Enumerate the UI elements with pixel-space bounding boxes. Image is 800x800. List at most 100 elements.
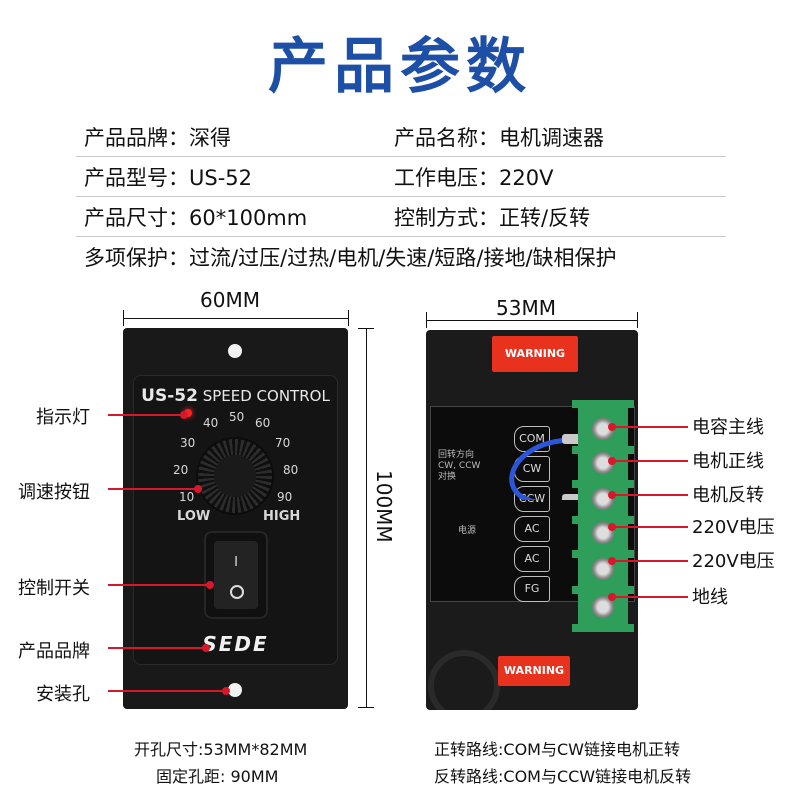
note-hole-distance: 固定孔距: 90MM xyxy=(156,767,279,786)
callout-line xyxy=(612,560,688,562)
dimension-tick xyxy=(426,312,427,328)
rocker-switch-paddle[interactable]: I xyxy=(214,541,258,609)
width-dimension-right: 53MM xyxy=(496,296,556,320)
callout-motor-reverse: 电机反转 xyxy=(692,485,764,506)
note-forward-route: 正转路线:COM与CW链接电机正转 xyxy=(434,740,680,759)
callout-capacitor-main: 电容主线 xyxy=(692,417,764,438)
spec-protection: 多项保护：过流/过压/过热/电机/失速/短路/接地/缺相保护 xyxy=(84,246,617,270)
dimension-tick xyxy=(123,310,124,326)
callout-line xyxy=(108,647,206,649)
callout-dot xyxy=(206,581,214,589)
direction-note-line: 回转方向 xyxy=(438,450,475,460)
brand-logo: SEDE xyxy=(202,632,269,656)
spec-row: 产品品牌：深得 产品名称：电机调速器 xyxy=(76,118,726,157)
terminal-divider xyxy=(572,446,634,454)
terminal-divider xyxy=(572,550,634,558)
speed-controller-back-panel: WARNING 回转方向 CW, CCW 对换 电源 COM CW CCW AC… xyxy=(426,330,638,710)
spec-product-name: 产品名称：电机调速器 xyxy=(394,126,604,150)
dimension-line xyxy=(366,328,367,708)
callout-dot xyxy=(608,557,616,565)
indicator-led xyxy=(184,409,192,417)
rocker-switch[interactable]: I xyxy=(206,533,266,617)
speed-knob[interactable] xyxy=(198,439,272,513)
callout-dot xyxy=(608,491,616,499)
callout-dot xyxy=(608,523,616,531)
callout-line xyxy=(612,494,688,496)
callout-line xyxy=(108,690,226,692)
callout-line xyxy=(612,426,688,428)
terminal-divider xyxy=(572,516,634,524)
dimension-line xyxy=(123,318,349,319)
terminal-label-ac: AC xyxy=(514,546,550,572)
callout-mounting-hole: 安装孔 xyxy=(36,684,90,705)
callout-brand: 产品品牌 xyxy=(18,641,90,662)
callout-220v-2: 220V电压 xyxy=(692,551,775,572)
spec-model: 产品型号：US-52 xyxy=(84,166,252,190)
spec-row: 产品尺寸：60*100mm 控制方式：正转/反转 xyxy=(76,198,726,237)
warning-sticker-bottom: WARNING xyxy=(498,656,570,686)
model-number: US-52 xyxy=(141,386,198,406)
note-reverse-route: 反转路线:COM与CCW链接电机反转 xyxy=(434,767,692,786)
width-dimension-left: 60MM xyxy=(200,288,260,312)
height-dimension: 100MM xyxy=(372,470,396,543)
terminal-divider xyxy=(572,624,634,632)
callout-motor-positive: 电机正线 xyxy=(692,451,764,472)
spec-brand: 产品品牌：深得 xyxy=(84,126,231,150)
dimension-tick xyxy=(348,310,349,326)
scale-mark: 30 xyxy=(180,436,196,450)
spec-size: 产品尺寸：60*100mm xyxy=(84,206,308,230)
warning-sticker-top: WARNING xyxy=(492,336,578,372)
mounting-hole xyxy=(228,344,242,358)
direction-note-line: 对换 xyxy=(438,472,457,482)
callout-line xyxy=(108,584,210,586)
terminal-screw-icon xyxy=(592,596,614,618)
scale-mark: 70 xyxy=(275,436,291,450)
switch-on-mark: I xyxy=(234,555,238,570)
terminal-label-fg: FG xyxy=(514,576,550,602)
callout-ground: 地线 xyxy=(692,587,728,608)
terminal-label-ac: AC xyxy=(514,516,550,542)
scale-mark: 80 xyxy=(283,463,299,477)
callout-dot xyxy=(608,423,616,431)
direction-note: 回转方向 CW, CCW 对换 xyxy=(438,450,480,483)
terminal-label-ccw: CCW xyxy=(514,486,550,512)
spec-voltage: 工作电压：220V xyxy=(394,166,554,190)
dimension-line xyxy=(426,320,638,321)
page-title: 产品参数 xyxy=(268,32,532,102)
callout-control-switch: 控制开关 xyxy=(18,578,90,599)
callout-220v-1: 220V电压 xyxy=(692,517,775,538)
low-label: LOW xyxy=(177,509,211,524)
model-suffix: SPEED CONTROL xyxy=(202,387,330,405)
spec-control-mode: 控制方式：正转/反转 xyxy=(394,206,591,230)
callout-dot xyxy=(180,411,188,419)
callout-line xyxy=(612,526,688,528)
callout-line xyxy=(108,488,198,490)
callout-dot xyxy=(194,485,202,493)
callout-indicator-light: 指示灯 xyxy=(36,407,90,428)
switch-off-icon xyxy=(230,585,244,599)
spec-row: 产品型号：US-52 工作电压：220V xyxy=(76,158,726,197)
mounting-hole xyxy=(228,683,242,697)
scale-mark: 20 xyxy=(173,463,189,477)
terminal-divider xyxy=(572,480,634,488)
callout-line xyxy=(612,460,688,462)
callout-dot xyxy=(608,593,616,601)
callout-line xyxy=(108,414,184,416)
scale-mark: 40 xyxy=(203,416,219,430)
callout-line xyxy=(612,596,688,598)
terminal-divider xyxy=(572,400,634,408)
speed-controller-front-panel: US-52 SPEED CONTROL 10 20 30 40 50 60 70… xyxy=(123,328,348,709)
callout-speed-knob: 调速按钮 xyxy=(18,482,90,503)
scale-mark: 90 xyxy=(277,490,293,504)
callout-dot xyxy=(222,687,230,695)
scale-mark: 10 xyxy=(179,490,195,504)
high-label: HIGH xyxy=(263,509,301,524)
scale-mark: 50 xyxy=(229,410,245,424)
spec-row: 多项保护：过流/过压/过热/电机/失速/短路/接地/缺相保护 xyxy=(76,238,726,276)
callout-dot xyxy=(202,644,210,652)
power-note: 电源 xyxy=(458,526,477,536)
power-cable xyxy=(428,650,500,710)
model-label: US-52 SPEED CONTROL xyxy=(123,386,348,406)
direction-note-line: CW, CCW xyxy=(438,461,481,471)
dimension-tick xyxy=(358,707,374,708)
